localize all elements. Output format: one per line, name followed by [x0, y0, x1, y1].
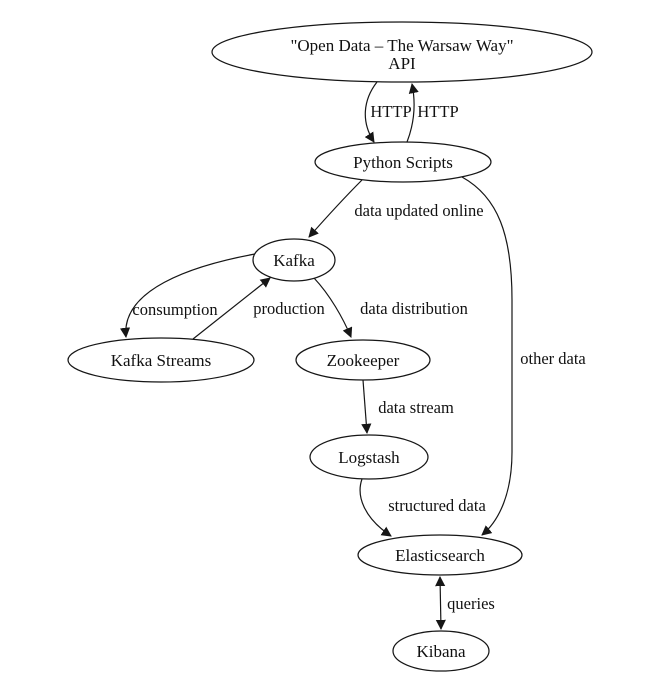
edge-label-structured-data: structured data: [388, 496, 486, 515]
node-elasticsearch-label: Elasticsearch: [395, 546, 485, 565]
node-python-scripts-label: Python Scripts: [353, 153, 453, 172]
edge-label-data-updated-online: data updated online: [354, 201, 483, 220]
edge-python-scripts-to-elasticsearch: [461, 176, 513, 536]
node-kafka: Kafka: [252, 238, 336, 282]
edge-logstash-to-elasticsearch: [359, 478, 392, 537]
node-api-label-line2: API: [388, 54, 416, 73]
edge-label-data-distribution: data distribution: [360, 299, 468, 318]
edge-elasticsearch-kibana: [435, 575, 446, 631]
edge-api-to-python-scripts: [364, 81, 378, 143]
node-elasticsearch-ellipse: [357, 534, 523, 576]
node-kafka-streams-ellipse: [67, 337, 255, 383]
node-elasticsearch: Elasticsearch: [357, 534, 523, 576]
node-logstash: Logstash: [309, 434, 429, 480]
edge-label-consumption: consumption: [132, 300, 217, 319]
node-api-label-line1: "Open Data – The Warsaw Way": [290, 36, 513, 55]
node-zookeeper-ellipse: [295, 339, 431, 381]
edge-zookeeper-to-logstash: [361, 379, 372, 435]
node-kafka-label: Kafka: [273, 251, 315, 270]
node-kafka-streams: Kafka Streams: [67, 337, 255, 383]
node-api: "Open Data – The Warsaw Way" API: [211, 21, 593, 83]
node-zookeeper: Zookeeper: [295, 339, 431, 381]
edge-kafka-to-kafka-streams: [119, 253, 256, 339]
edge-label-production: production: [253, 299, 325, 318]
node-kibana-label: Kibana: [416, 642, 466, 661]
node-kafka-ellipse: [252, 238, 336, 282]
edge-python-scripts-to-kafka: [308, 179, 363, 238]
edge-label-data-stream: data stream: [378, 398, 454, 417]
edge-label-queries: queries: [447, 594, 495, 613]
edge-kafka-streams-to-kafka: [192, 277, 271, 340]
node-zookeeper-label: Zookeeper: [327, 351, 400, 370]
edge-label-other-data: other data: [520, 349, 586, 368]
edge-python-scripts-to-api: [406, 82, 419, 143]
node-python-scripts-ellipse: [314, 141, 492, 183]
edge-kafka-to-zookeeper: [313, 277, 353, 338]
node-kibana-ellipse: [392, 630, 490, 672]
node-kafka-streams-label: Kafka Streams: [111, 351, 212, 370]
node-api-ellipse: [211, 21, 593, 83]
node-logstash-label: Logstash: [338, 448, 400, 467]
node-logstash-ellipse: [309, 434, 429, 480]
edge-label-http-right: HTTP: [417, 102, 458, 121]
edge-label-http-left: HTTP: [370, 102, 411, 121]
node-kibana: Kibana: [392, 630, 490, 672]
node-python-scripts: Python Scripts: [314, 141, 492, 183]
